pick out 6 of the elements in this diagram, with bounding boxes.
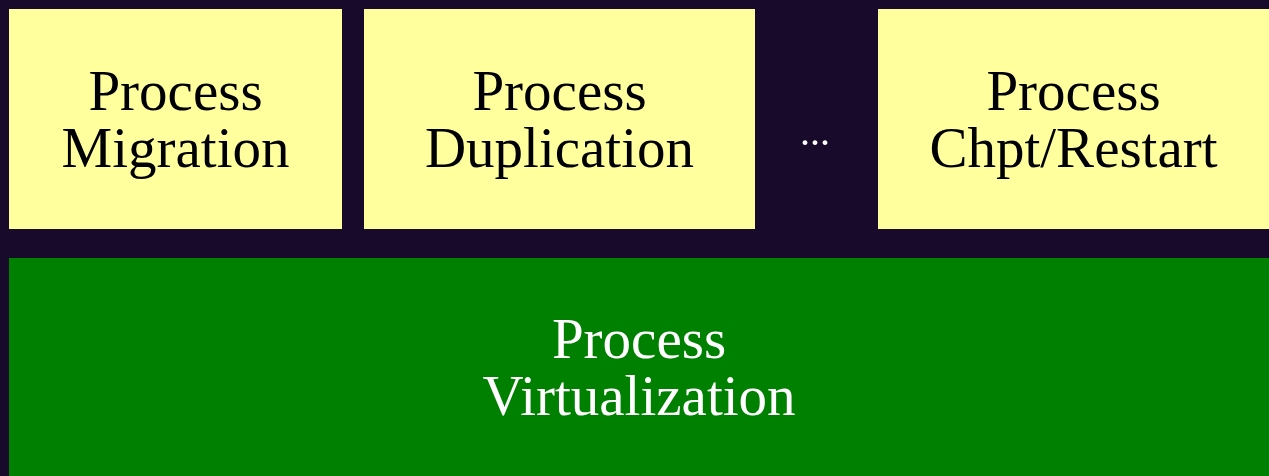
box-label: Process Virtualization (481, 310, 797, 424)
process-box (364, 9, 755, 229)
ellipsis-label: ... (800, 112, 830, 152)
base-layer-box (9, 258, 1269, 476)
process-box (878, 9, 1269, 229)
process-box (9, 9, 342, 229)
